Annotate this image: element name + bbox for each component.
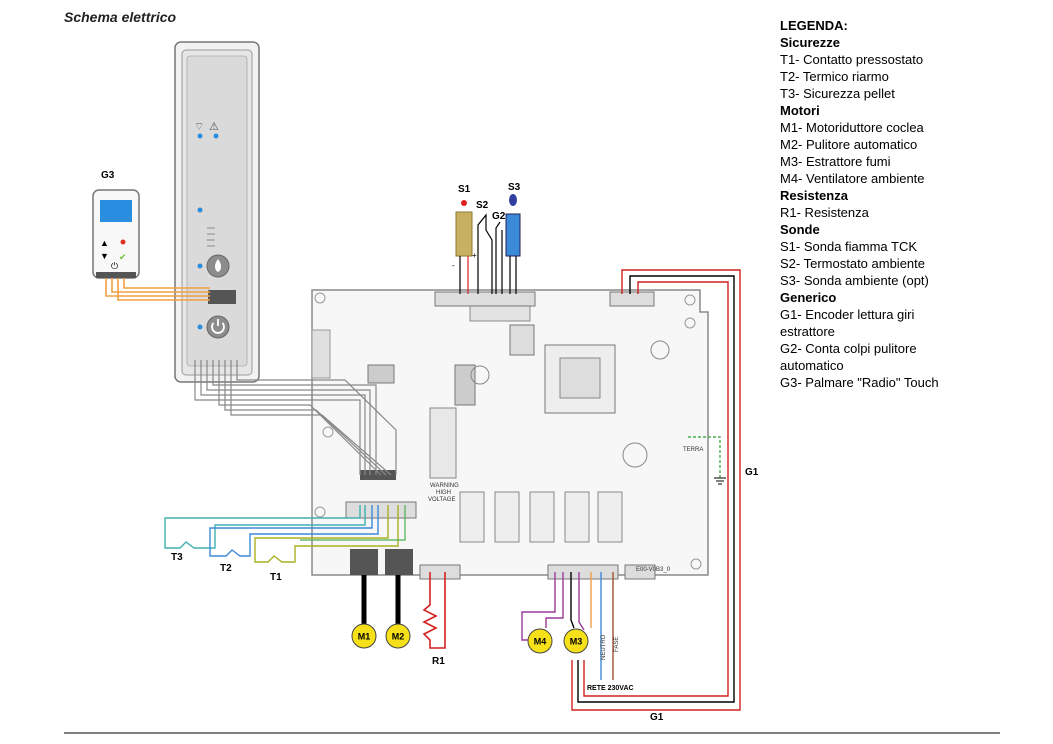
resistance-r1 (422, 572, 446, 649)
t3-wire (164, 505, 366, 549)
g3-handheld: ▲ ▼ ✔ ⏻ (92, 189, 140, 279)
t2-wire (209, 505, 379, 557)
motor-m1-label: M1 (358, 631, 371, 641)
legend-group-title: Sicurezze (780, 35, 840, 50)
s3-label: S3 (508, 182, 521, 193)
legend-item: T2- Termico riarmo (780, 69, 889, 84)
s1-plus: + (472, 251, 477, 260)
motor-m4 (527, 628, 553, 654)
motor-m4-label: M4 (534, 636, 547, 646)
s2-label: S2 (476, 200, 489, 211)
legend-group-title: Motori (780, 103, 820, 118)
g3-label: G3 (101, 170, 115, 181)
warning-icon: ⚠ (209, 121, 219, 133)
legend-item: R1- Resistenza (780, 205, 869, 220)
led-warning (213, 133, 219, 139)
handheld-screen (100, 200, 132, 222)
legend-item: T1- Contatto pressostato (780, 52, 924, 67)
flame-icon (215, 259, 221, 272)
t3-label: T3 (171, 552, 183, 563)
down-arrow-icon[interactable]: ▼ (100, 251, 109, 261)
g1-right-label: G1 (745, 467, 759, 478)
neutro-label: NEUTRO (601, 634, 607, 660)
legend-item: M3- Estrattore fumi (780, 154, 891, 169)
power-button[interactable] (206, 315, 230, 339)
legend-group-title: Generico (780, 290, 837, 305)
sensor-s2 (477, 213, 493, 294)
warning-text-2: HIGH (436, 490, 451, 496)
terra-label: TERRA (683, 447, 703, 453)
legend-group-title: Resistenza (780, 188, 848, 203)
led-2 (197, 263, 203, 269)
legend-item: G3- Palmare "Radio" Touch (780, 375, 939, 390)
earth-wire (688, 436, 721, 478)
m3-wires (570, 572, 592, 631)
m1-m2-connectors (350, 549, 413, 624)
t2-label: T2 (220, 563, 232, 574)
diagram-title: Schema elettrico (64, 9, 177, 25)
legend-item: S2- Termostato ambiente (780, 256, 925, 271)
motor-m2-label: M2 (392, 631, 405, 641)
motor-m1 (351, 623, 377, 649)
board-code: E00-V0B3_0 (636, 567, 671, 573)
legend-item: automatico (780, 358, 844, 373)
legend-item: M2- Pulitore automatico (780, 137, 918, 152)
legend-item: M4- Ventilatore ambiente (780, 171, 925, 186)
motor-m3 (563, 628, 589, 654)
panel-connector (208, 290, 236, 304)
g1-wires (571, 269, 741, 711)
handheld-power-icon[interactable]: ⏻ (111, 261, 118, 271)
legend-item: estrattore (780, 324, 835, 339)
g2-label: G2 (492, 211, 506, 222)
warning-text-1: WARNING (430, 483, 459, 489)
t1-label: T1 (270, 572, 282, 583)
sensor-s3 (505, 194, 521, 294)
warning-text-3: VOLTAGE (428, 497, 455, 503)
rete-label: RETE 230VAC (587, 685, 634, 692)
green-board-wire (300, 505, 406, 541)
ribbon-cable (194, 360, 397, 476)
legend-header: LEGENDA: (780, 18, 848, 33)
level-bars (207, 227, 215, 247)
t1-wire (254, 505, 399, 563)
control-panel: ⌔ ⚠ (174, 41, 260, 383)
legend-item: T3- Sicurezza pellet (780, 86, 895, 101)
fase-label: FASE (614, 637, 620, 652)
up-arrow-icon[interactable]: ▲ (100, 238, 109, 248)
led-wifi (197, 133, 203, 139)
legend-item: S1- Sonda fiamma TCK (780, 239, 918, 254)
r1-label: R1 (432, 656, 445, 667)
legend-item: S3- Sonda ambiente (opt) (780, 273, 929, 288)
main-board: WARNING HIGH VOLTAGE E00-V0B3_0 TERRA (311, 289, 709, 580)
legend-item: M1- Motoriduttore coclea (780, 120, 924, 135)
g1-bottom-label: G1 (650, 712, 664, 723)
sensor-s1: - + (452, 200, 477, 294)
earth-symbol (714, 477, 726, 485)
motor-m3-label: M3 (570, 636, 583, 646)
s1-label: S1 (458, 184, 471, 195)
wifi-icon: ⌔ (194, 121, 204, 133)
g3-wires (105, 278, 210, 301)
motor-m2 (385, 623, 411, 649)
m4-wires (521, 572, 564, 641)
check-icon[interactable]: ✔ (119, 252, 127, 262)
legend-item: G2- Conta colpi pulitore (780, 341, 917, 356)
power-icon (211, 322, 225, 334)
sensor-g2 (495, 221, 503, 294)
s1-minus: - (452, 261, 455, 270)
red-button[interactable] (120, 239, 126, 245)
legend-item: G1- Encoder lettura giri (780, 307, 915, 322)
legend-group-title: Sonde (780, 222, 820, 237)
led-1 (197, 207, 203, 213)
mains-wires (600, 572, 614, 680)
led-3 (197, 324, 203, 330)
legend: LEGENDA: Sicurezze T1- Contatto pressost… (780, 17, 939, 391)
